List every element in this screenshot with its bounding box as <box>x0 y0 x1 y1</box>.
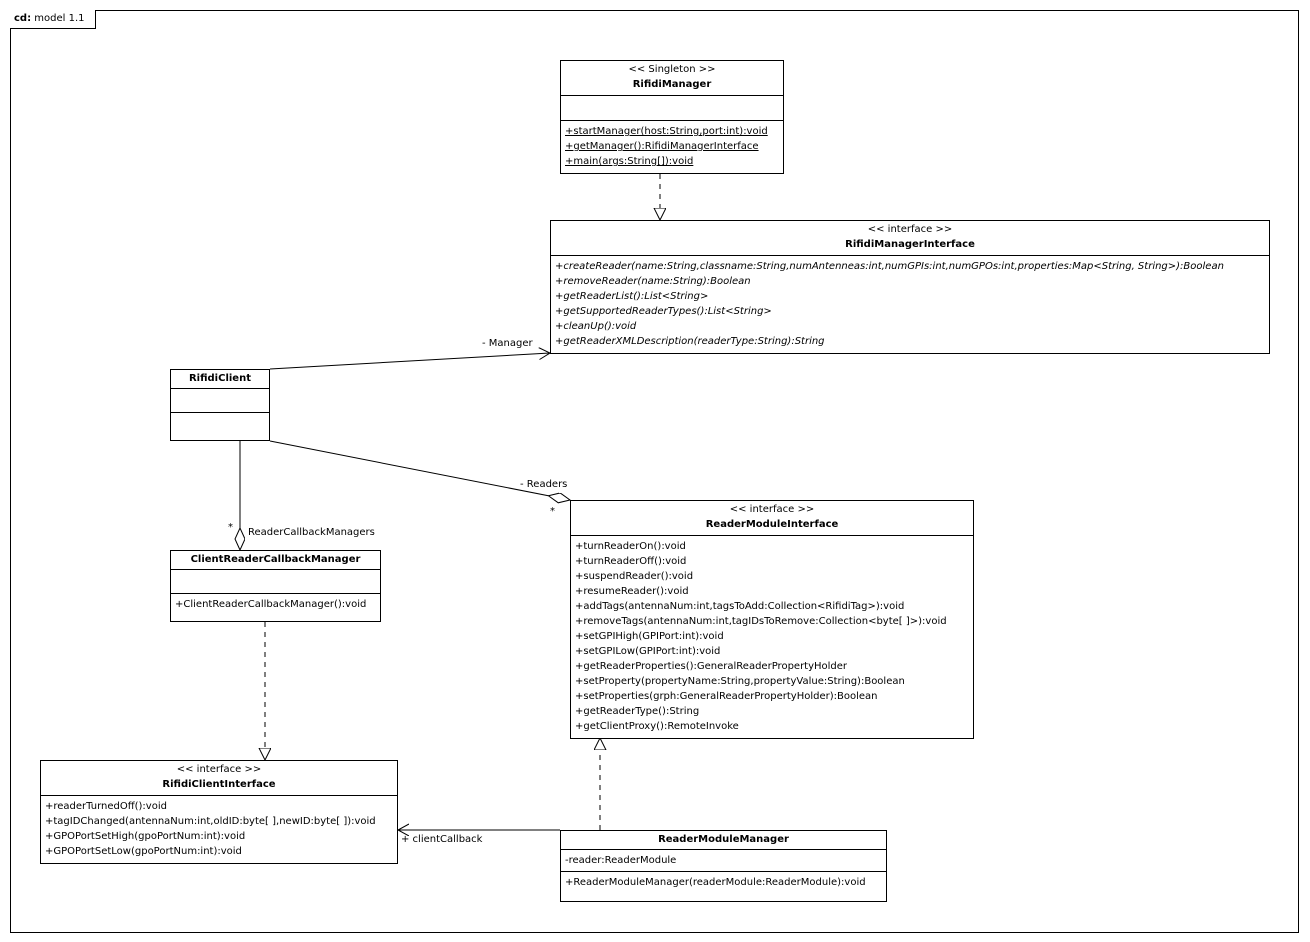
class-rifidi-manager-interface[interactable]: << interface >> RifidiManagerInterface +… <box>550 220 1270 354</box>
class-name: RifidiClient <box>188 373 251 384</box>
class-header: RifidiClient <box>171 370 269 389</box>
operation: +tagIDChanged(antennaNum:int,oldID:byte[… <box>45 816 376 827</box>
attribute-section <box>561 96 783 121</box>
role-label-readers: - Readers <box>520 479 568 490</box>
stereotype: << Singleton >> <box>628 64 716 75</box>
class-rifidi-manager[interactable]: << Singleton >> RifidiManager +startMana… <box>560 60 784 174</box>
class-rifidi-client[interactable]: RifidiClient <box>170 369 270 441</box>
operation-section: +readerTurnedOff():void +tagIDChanged(an… <box>41 796 397 862</box>
operation: +getReaderProperties():GeneralReaderProp… <box>575 661 848 672</box>
attribute-section <box>171 570 380 594</box>
operation: +GPOPortSetLow(gpoPortNum:int):void <box>45 846 242 857</box>
operation: +removeReader(name:String):Boolean <box>555 276 751 287</box>
role-label-manager: - Manager <box>482 338 533 349</box>
operation: +GPOPortSetHigh(gpoPortNum:int):void <box>45 831 246 842</box>
diagram-frame <box>10 10 1299 933</box>
aggregation-readers-line <box>269 440 570 500</box>
role-label-client-callback: + clientCallback <box>401 834 483 845</box>
class-header: ClientReaderCallbackManager <box>171 551 380 570</box>
operation-section: +createReader(name:String,classname:Stri… <box>551 256 1269 352</box>
association-manager-line <box>269 353 550 370</box>
stereotype: << interface >> <box>729 504 815 515</box>
class-name: RifidiManagerInterface <box>845 239 975 250</box>
class-name: RifidiManager <box>632 79 712 90</box>
role-label-callback-managers: ReaderCallbackManagers <box>248 527 375 538</box>
class-header: << Singleton >> RifidiManager <box>561 61 783 96</box>
attribute: -reader:ReaderModule <box>565 855 677 866</box>
operation: +getClientProxy():RemoteInvoke <box>575 721 739 732</box>
class-name: RifidiClientInterface <box>162 779 276 790</box>
operation-section: +ClientReaderCallbackManager():void <box>171 594 380 615</box>
class-name: ClientReaderCallbackManager <box>190 554 361 565</box>
operation: +getReaderList():List<String> <box>555 291 709 302</box>
frame-label: cd: model 1.1 <box>10 10 96 29</box>
operation: +setGPILow(GPIPort:int):void <box>575 646 721 657</box>
operation: +cleanUp():void <box>555 321 637 332</box>
stereotype: << interface >> <box>867 224 953 235</box>
operation: +getReaderType():String <box>575 706 700 717</box>
operation: +readerTurnedOff():void <box>45 801 167 812</box>
class-name: ReaderModuleInterface <box>705 519 839 530</box>
operation-section <box>171 413 269 436</box>
class-reader-module-manager[interactable]: ReaderModuleManager -reader:ReaderModule… <box>560 830 887 902</box>
operation: +ClientReaderCallbackManager():void <box>175 599 367 610</box>
operation: +turnReaderOn():void <box>575 541 686 552</box>
multiplicity-readers: * <box>550 506 555 517</box>
operation: +setProperties(grph:GeneralReaderPropert… <box>575 691 878 702</box>
operation-section: +ReaderModuleManager(readerModule:Reader… <box>561 872 886 893</box>
attribute-section <box>171 389 269 413</box>
class-rifidi-client-interface[interactable]: << interface >> RifidiClientInterface +r… <box>40 760 398 864</box>
operation: +suspendReader():void <box>575 571 694 582</box>
operation: +getReaderXMLDescription(readerType:Stri… <box>555 336 825 347</box>
operation: +getManager():RifidiManagerInterface <box>565 141 759 152</box>
class-header: << interface >> ReaderModuleInterface <box>571 501 973 536</box>
operation: +main(args:String[]):void <box>565 156 694 167</box>
operation-section: +turnReaderOn():void +turnReaderOff():vo… <box>571 536 973 737</box>
operation: +getSupportedReaderTypes():List<String> <box>555 306 772 317</box>
operation: +createReader(name:String,classname:Stri… <box>555 261 1224 272</box>
multiplicity-callback: * <box>228 522 233 533</box>
operation-section: +startManager(host:String,port:int):void… <box>561 121 783 172</box>
class-header: ReaderModuleManager <box>561 831 886 850</box>
operation: +setGPIHigh(GPIPort:int):void <box>575 631 724 642</box>
operation: +addTags(antennaNum:int,tagsToAdd:Collec… <box>575 601 905 612</box>
attribute-section: -reader:ReaderModule <box>561 850 886 872</box>
class-client-reader-callback-manager[interactable]: ClientReaderCallbackManager +ClientReade… <box>170 550 381 622</box>
class-header: << interface >> RifidiClientInterface <box>41 761 397 796</box>
operation: +resumeReader():void <box>575 586 689 597</box>
class-reader-module-interface[interactable]: << interface >> ReaderModuleInterface +t… <box>570 500 974 739</box>
operation: +removeTags(antennaNum:int,tagIDsToRemov… <box>575 616 947 627</box>
operation: +ReaderModuleManager(readerModule:Reader… <box>565 877 866 888</box>
class-header: << interface >> RifidiManagerInterface <box>551 221 1269 256</box>
operation: +turnReaderOff():void <box>575 556 687 567</box>
operation: +startManager(host:String,port:int):void <box>565 126 768 137</box>
stereotype: << interface >> <box>176 764 262 775</box>
class-name: ReaderModuleManager <box>658 834 789 845</box>
operation: +setProperty(propertyName:String,propert… <box>575 676 905 687</box>
